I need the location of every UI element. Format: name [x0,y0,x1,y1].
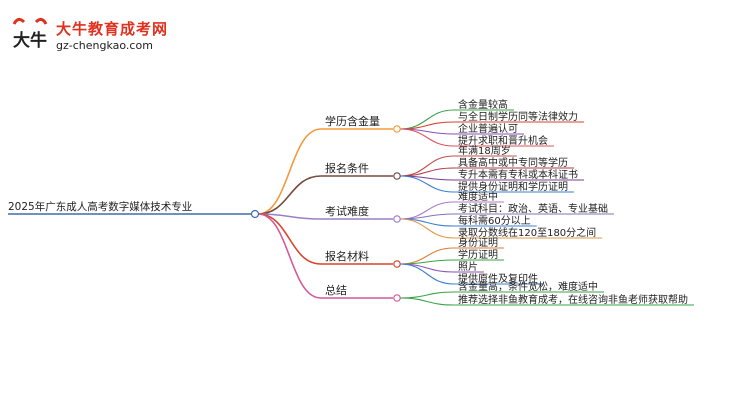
leaf-4-1: 身份证明 [458,236,498,249]
branch-3-connector [393,215,401,223]
branch-2-label: 报名条件 [325,161,369,175]
site-url[interactable]: gz-chengkao.com [56,39,153,52]
leaf-edge-2-1 [399,155,455,177]
leaf-2-3: 专升本需有专科或本科证书 [458,168,578,181]
branch-edge-2 [257,175,322,215]
branch-edge-5 [257,213,322,299]
root-topic: 2025年广东成人高考数字媒体技术专业 [8,200,192,213]
leaf-3-2: 考试科目：政治、英语、专业基础 [458,202,608,215]
brand-logo: 大牛 大牛教育成考网 gz-chengkao.com [8,14,188,58]
leaf-1-1: 含金量较高 [458,98,508,111]
leaf-3-4: 录取分数线在120至180分之间 [458,226,596,239]
leaf-edge-2-4 [399,175,455,193]
branch-5-label: 总结 [325,283,347,297]
leaf-1-2: 与全日制学历同等法律效力 [458,110,578,123]
branch-edge-4 [257,213,322,265]
leaf-2-1: 年满18周岁 [458,144,511,157]
site-name: 大牛教育成考网 [56,20,169,38]
leaf-4-4: 提供原件及复印件 [458,272,538,285]
branch-4-label: 报名材料 [325,249,369,263]
leaf-2-2: 具备高中或中专同等学历 [458,156,568,169]
leaf-edge-3-2 [399,213,455,220]
branch-1-label: 学历含金量 [325,114,380,128]
leaf-2-4: 提供身份证明和学历证明 [458,180,568,193]
branch-2-connector [393,172,401,180]
branch-1-connector [393,125,401,133]
mindmap-edges [257,109,455,306]
root-connector [250,209,260,219]
leaf-5-1: 含金量高，条件宽松，难度适中 [458,280,598,293]
leaf-1-3: 企业普遍认可 [458,122,518,135]
leaf-5-2: 推荐选择非鱼教育成考，在线咨询非鱼老师获取帮助 [458,293,688,306]
mindmap-nodes: 2025年广东成人高考数字媒体技术专业 学历含金量 含金量较高与全日制学历同等法律效… [8,98,694,306]
leaf-3-1: 难度适中 [458,190,498,203]
leaf-4-2: 学历证明 [458,248,498,261]
leaf-edge-3-4 [399,218,455,239]
branch-4-connector [393,260,401,268]
leaf-edge-1-4 [399,128,455,147]
leaf-edge-5-1 [399,291,455,299]
logo-mark-text: 大牛 [13,30,47,51]
leaf-1-4: 提升求职和晋升机会 [458,134,548,147]
leaf-edge-4-4 [399,263,455,285]
branch-5-connector [393,294,401,302]
bull-logo-icon: 大牛 [12,17,48,51]
branch-3-label: 考试难度 [325,204,369,218]
leaf-edge-4-2 [399,259,455,265]
leaf-4-3: 照片 [458,260,478,273]
branch-edge-3 [257,213,322,220]
branch-edge-1 [257,128,322,215]
leaf-edge-5-2 [399,297,455,306]
leaf-3-3: 每科需60分以上 [458,214,531,227]
leaf-edge-1-1 [399,109,455,130]
